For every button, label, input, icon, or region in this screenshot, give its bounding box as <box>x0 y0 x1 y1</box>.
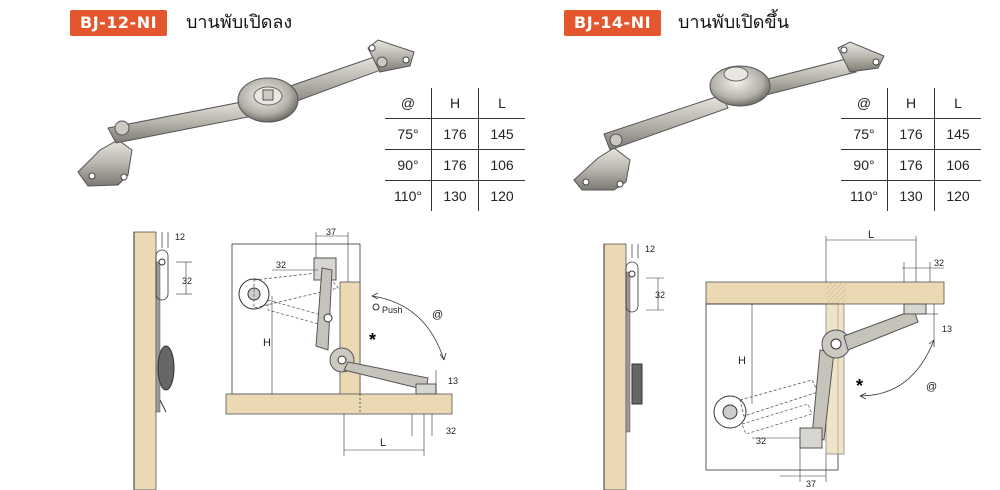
cell-l: 106 <box>478 149 525 181</box>
table-row: 110° 130 120 <box>841 180 981 211</box>
cell-h: 176 <box>431 149 479 181</box>
cell-l: 120 <box>934 180 981 211</box>
dim-32-left-side: 32 <box>182 276 192 286</box>
angle-label-right: @ <box>926 381 937 393</box>
title-left: บานพับเปิดลง <box>186 12 293 33</box>
cell-h: 130 <box>431 180 479 211</box>
dim-l-left: L <box>380 437 386 449</box>
pivot-mark-left: * <box>369 330 376 350</box>
cell-angle: 90° <box>385 149 432 181</box>
table-row: 90° 176 106 <box>841 149 981 181</box>
side-view-left: 12 32 <box>133 231 192 490</box>
dim-h-right: H <box>738 355 746 367</box>
dim-h-left: H <box>263 337 271 349</box>
dim-32-right-arm: 32 <box>756 436 766 446</box>
dim-37-right: 37 <box>806 479 816 489</box>
cell-h: 176 <box>887 118 935 150</box>
table-row: 110° 130 120 <box>385 180 525 211</box>
side-view-right: 12 32 <box>603 243 665 490</box>
diagram-open-up: @ * L 32 13 H 32 37 <box>705 229 952 489</box>
angle-label-left: @ <box>432 309 443 321</box>
pivot-mark-right: * <box>856 376 863 396</box>
model-badge-left: BJ-12-NI <box>70 10 168 36</box>
dim-32-right-side: 32 <box>655 290 665 300</box>
cell-l: 106 <box>934 149 981 181</box>
cell-h: 176 <box>887 149 935 181</box>
cell-angle: 90° <box>841 149 888 181</box>
cell-l: 120 <box>478 180 525 211</box>
dim-12-left: 12 <box>175 232 185 242</box>
table-row: 75° 176 145 <box>841 118 981 150</box>
spec-table-left: @ H L 75° 176 145 90° 176 106 110° 130 1… <box>385 88 525 211</box>
header-l: L <box>934 88 981 119</box>
stay-hinge-right-illustration <box>573 41 885 191</box>
diagram-open-down: @ Push * 37 32 H 13 L 32 <box>225 227 458 456</box>
dim-12-right: 12 <box>645 244 655 254</box>
dim-37-left: 37 <box>326 227 336 237</box>
dim-13-right: 13 <box>942 324 952 334</box>
stay-hinge-left-illustration <box>77 39 415 187</box>
dim-l-right: L <box>868 229 874 241</box>
header-angle: @ <box>385 88 432 119</box>
cell-l: 145 <box>478 118 525 150</box>
cell-angle: 75° <box>841 118 888 150</box>
dim-32-right-top: 32 <box>934 258 944 268</box>
header-h: H <box>431 88 479 119</box>
cell-angle: 110° <box>394 188 422 204</box>
header-l: L <box>478 88 525 119</box>
dim-32-left-arm: 32 <box>276 260 286 270</box>
cell-l: 145 <box>934 118 981 150</box>
dim-32-left-bottom: 32 <box>446 426 456 436</box>
header-angle: @ <box>841 88 888 119</box>
cell-h: 130 <box>887 180 935 211</box>
table-row: 75° 176 145 <box>385 118 525 150</box>
push-label: Push <box>382 305 403 315</box>
table-row: 90° 176 106 <box>385 149 525 181</box>
cell-angle: 75° <box>385 118 432 150</box>
title-right: บานพับเปิดขึ้น <box>678 12 790 33</box>
model-badge-right: BJ-14-NI <box>564 10 662 36</box>
dim-13-left: 13 <box>448 376 458 386</box>
cell-h: 176 <box>431 118 479 150</box>
spec-table-right: @ H L 75° 176 145 90° 176 106 110° 130 1… <box>841 88 981 211</box>
cell-angle: 110° <box>850 188 878 204</box>
header-h: H <box>887 88 935 119</box>
